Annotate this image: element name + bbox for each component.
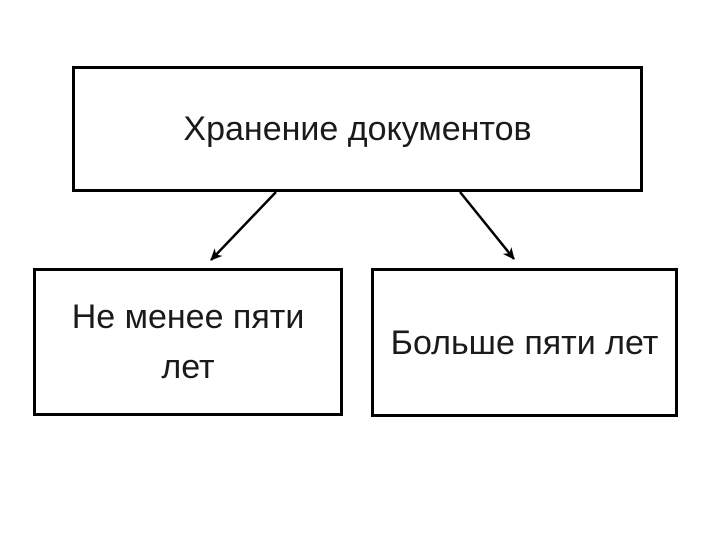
edge-arrow-root-to-right [459,191,515,260]
diagram-node-root-label: Хранение документов [183,110,532,148]
edge-arrow-root-to-left [210,191,277,261]
diagram-node-left-child: Не менее пяти лет [33,268,343,416]
diagram-node-root: Хранение документов [72,66,643,192]
diagram-node-left-child-label: Не менее пяти лет [71,298,305,386]
diagram-node-right-child: Больше пяти лет [371,268,678,417]
diagram-node-right-child-label: Больше пяти лет [390,323,659,362]
